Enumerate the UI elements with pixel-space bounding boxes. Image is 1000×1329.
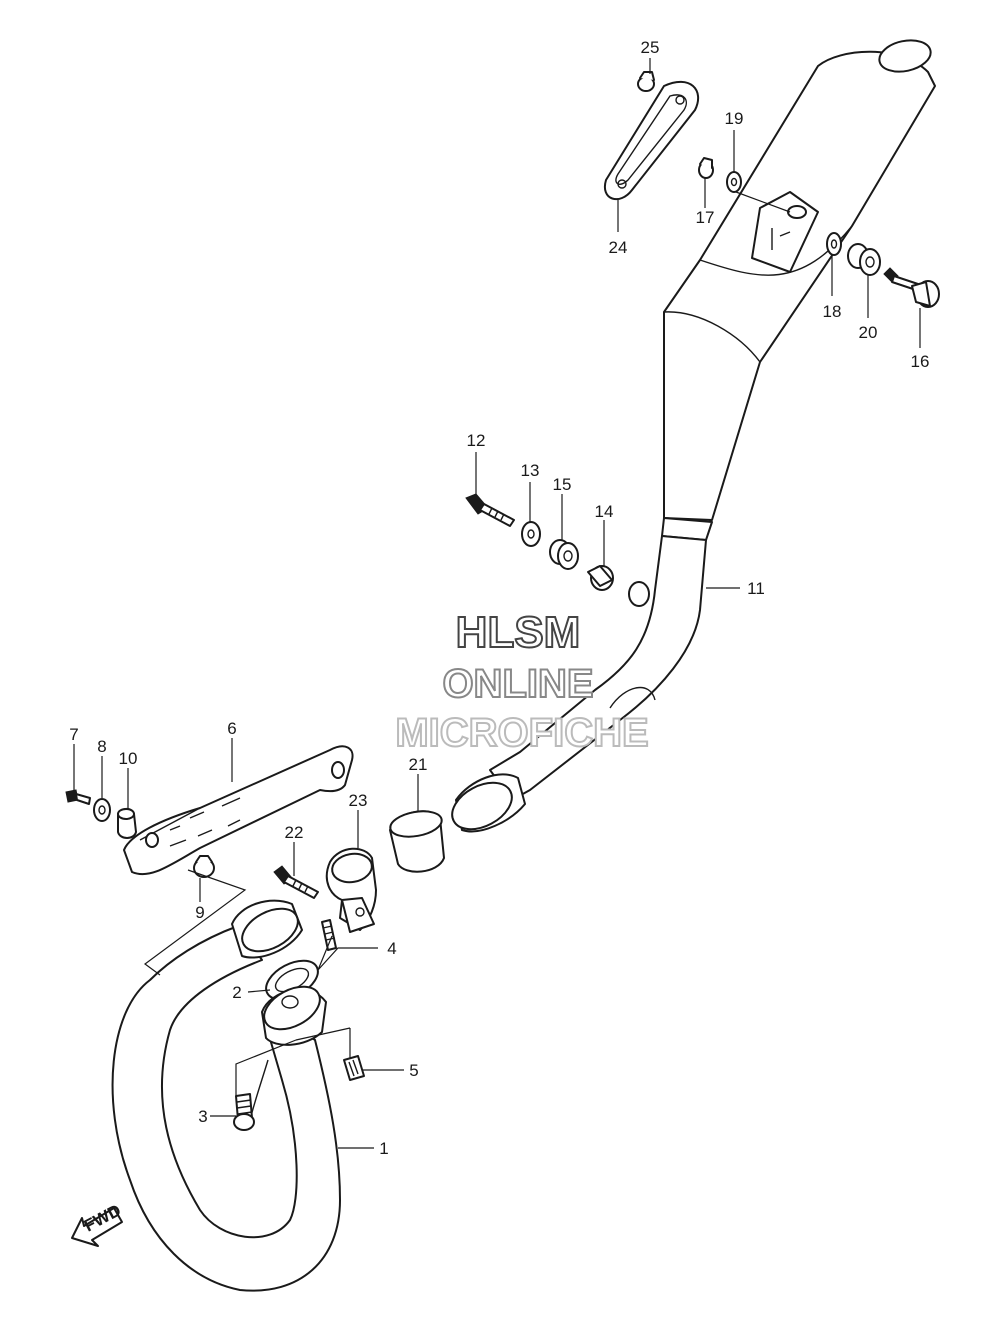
pipe-clamp [325, 847, 377, 933]
callout-7: 7 [69, 725, 78, 744]
callout-2: 2 [232, 983, 241, 1002]
mid-pipe-boss [628, 581, 650, 607]
muffler-body [661, 39, 936, 541]
bolt-16 [883, 267, 940, 308]
stud-4 [321, 919, 337, 951]
callout-23: 23 [349, 791, 368, 810]
nut-25 [637, 71, 655, 92]
callout-16: 16 [911, 352, 930, 371]
callout-20: 20 [859, 323, 878, 342]
callout-8: 8 [97, 737, 106, 756]
watermark-line-1: HLSM [456, 608, 581, 657]
washer-13 [521, 521, 541, 547]
callout-10: 10 [119, 749, 138, 768]
callout-18: 18 [823, 302, 842, 321]
callout-25: 25 [641, 38, 660, 57]
muffler-bracket [751, 191, 819, 273]
header-flange [261, 985, 327, 1046]
callout-21: 21 [409, 755, 428, 774]
callout-24: 24 [609, 238, 628, 257]
joint-sleeve [389, 810, 445, 873]
mount-plate-24 [603, 80, 700, 201]
bolt-7 [65, 789, 91, 805]
watermark: HLSM ONLINE MICROFICHE [394, 607, 649, 756]
washer-8 [93, 798, 111, 822]
leader-lines [73, 58, 921, 1149]
mid-pipe [451, 535, 707, 833]
callout-13: 13 [521, 461, 540, 480]
grommet-15 [549, 539, 579, 570]
callout-11: 11 [747, 579, 765, 598]
heat-shield [123, 745, 354, 876]
callout-17: 17 [696, 208, 715, 227]
nut-5 [343, 1055, 365, 1081]
washer-18 [826, 232, 842, 256]
callout-14: 14 [595, 502, 614, 521]
collar-10 [117, 808, 137, 839]
callout-22: 22 [285, 823, 304, 842]
bolt-22 [273, 865, 319, 899]
washer-19 [726, 171, 742, 193]
callout-9: 9 [195, 903, 204, 922]
bolt-3 [233, 1093, 255, 1131]
callout-6: 6 [227, 719, 236, 738]
callout-1: 1 [379, 1139, 388, 1158]
muffler-outlet [878, 39, 932, 73]
nut-17 [698, 157, 714, 179]
collar-14 [587, 565, 614, 591]
callout-4: 4 [387, 939, 396, 958]
callout-numbers: 25 24 19 17 18 20 16 12 13 15 14 11 7 8 … [69, 38, 929, 1158]
collar-20 [847, 243, 881, 276]
callout-5: 5 [409, 1061, 418, 1080]
callout-15: 15 [553, 475, 572, 494]
header-pipe [111, 899, 341, 1292]
watermark-line-2: ONLINE [442, 662, 593, 706]
fwd-arrow-icon: FWD [71, 1201, 124, 1247]
watermark-line-3: MICROFICHE [395, 711, 648, 755]
bolt-12 [465, 493, 515, 527]
callout-12: 12 [467, 431, 486, 450]
bolt-9 [193, 855, 215, 878]
callout-3: 3 [198, 1107, 207, 1126]
callout-19: 19 [725, 109, 744, 128]
